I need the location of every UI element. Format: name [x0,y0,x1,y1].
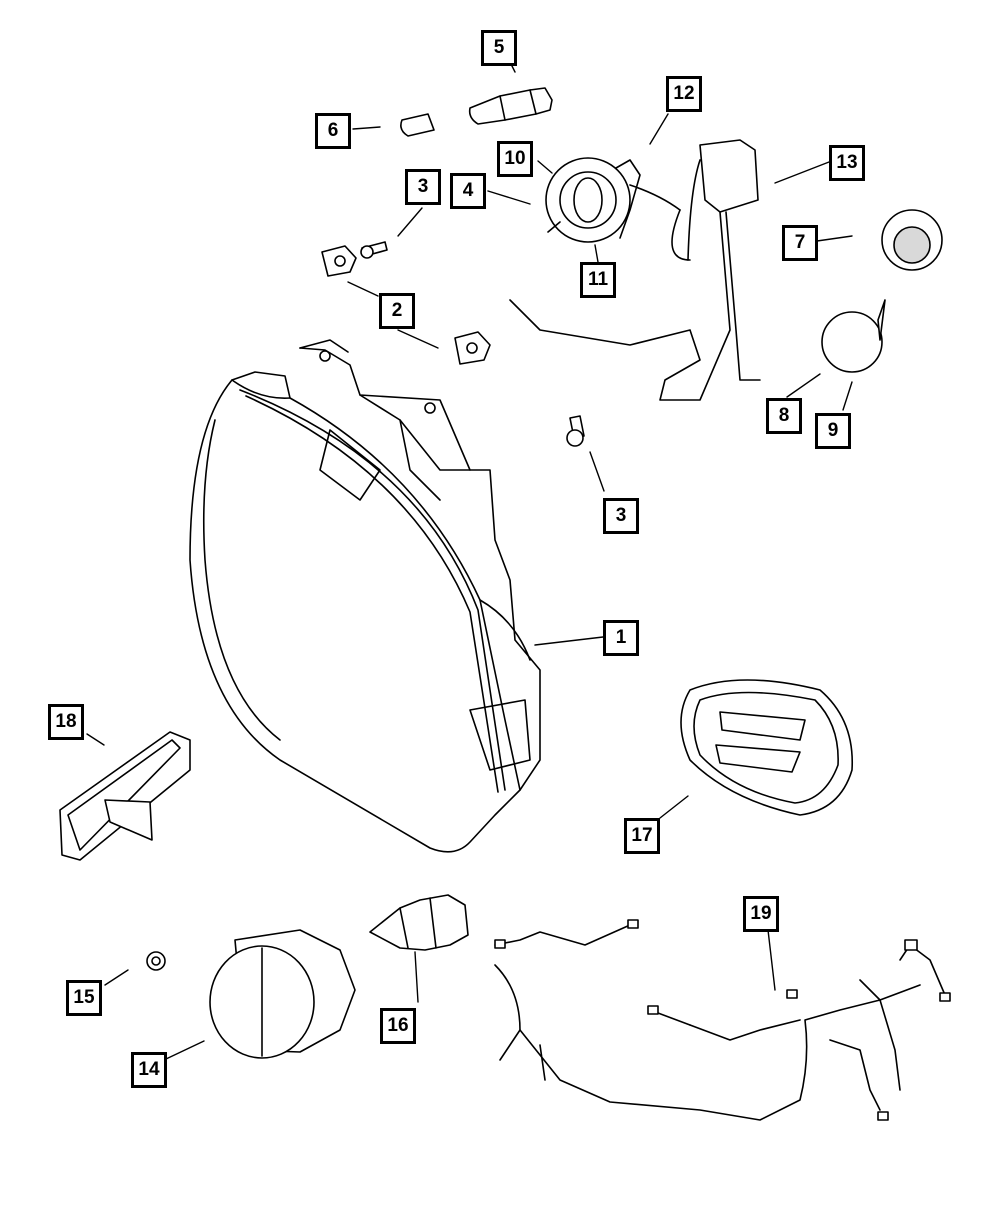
fog-lamp-part [209,929,356,1059]
wiring-pigtail [509,139,761,401]
fastener-part [146,951,166,971]
callout-7: 7 [782,225,818,261]
callout-6: 6 [315,113,351,149]
screw-part [360,241,585,447]
callout-3-upper: 3 [405,169,441,205]
bulb-6 [400,113,435,137]
callout-14: 14 [131,1052,167,1088]
side-marker-part [59,731,191,861]
callout-16: 16 [380,1008,416,1044]
callout-13: 13 [829,145,865,181]
clip-part [321,245,491,365]
headlamp-assembly [189,339,541,853]
wiring-harness [494,919,951,1121]
callout-12: 12 [666,76,702,112]
callout-5: 5 [481,30,517,66]
callout-2: 2 [379,293,415,329]
callout-18: 18 [48,704,84,740]
socket-part [881,209,943,271]
bulb-5 [468,87,553,125]
callout-15: 15 [66,980,102,1016]
callout-4: 4 [450,173,486,209]
halogen-bulb-part [369,894,469,951]
bulb-socket-assembly [545,157,681,243]
callout-19: 19 [743,896,779,932]
bezel-part [680,679,854,816]
bulb-part [821,299,886,373]
callout-11: 11 [580,262,616,298]
callout-9: 9 [815,413,851,449]
callout-17: 17 [624,818,660,854]
callout-3-lower: 3 [603,498,639,534]
leader-lines [86,57,853,1060]
callout-10: 10 [497,141,533,177]
callout-8: 8 [766,398,802,434]
callout-1: 1 [603,620,639,656]
